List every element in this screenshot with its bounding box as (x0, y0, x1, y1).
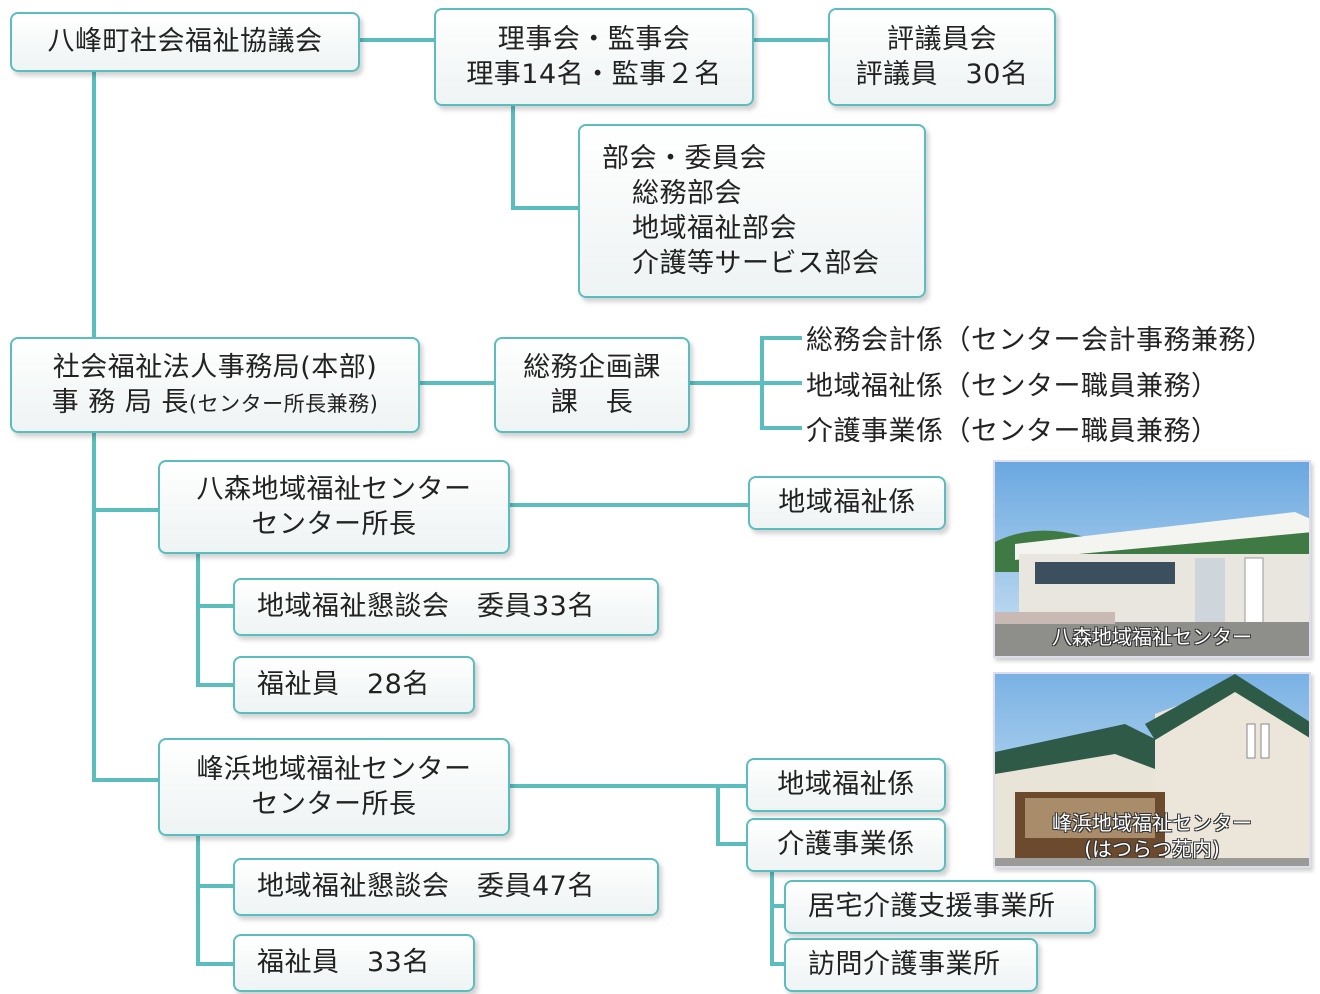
home-visit-care-office-box: 訪問介護事業所 (784, 938, 1038, 992)
minehama-photo-caption-sub: (はつらつ苑内) (1084, 837, 1220, 861)
yamori-center-photo: 八森地域福祉センター (993, 460, 1311, 658)
trustees-title: 評議員会 (887, 23, 997, 55)
connector-yamori-sub (196, 550, 237, 687)
yamori-volunteers: 福祉員 28名 (257, 669, 430, 701)
board-box: 理事会・監事会 理事14名・監事２名 (434, 8, 754, 106)
connector-minehama-sub (196, 833, 237, 966)
connector-main-trunk (92, 68, 162, 782)
connector-sections-bracket (760, 336, 802, 430)
home-care-support-office: 居宅介護支援事業所 (808, 891, 1056, 923)
minehama-volunteers-box: 福祉員 33名 (233, 934, 475, 992)
committees-box: 部会・委員会 総務部会 地域福祉部会 介護等サービス部会 (578, 124, 926, 298)
secretariat-title: 社会福祉法人事務局(本部) (52, 351, 378, 383)
home-care-support-office-box: 居宅介護支援事業所 (784, 880, 1096, 934)
yamori-volunteers-box: 福祉員 28名 (233, 656, 475, 714)
yamori-title: 八森地域福祉センター (196, 473, 472, 505)
minehama-volunteers: 福祉員 33名 (257, 947, 430, 979)
minehama-forum-box: 地域福祉懇談会 委員47名 (233, 858, 659, 916)
minehama-center-box: 峰浜地域福祉センター センター所長 (158, 738, 510, 836)
yamori-forum: 地域福祉懇談会 委員33名 (257, 591, 595, 623)
planning-chief: 課 長 (550, 387, 634, 418)
trustees-members: 評議員 30名 (855, 59, 1029, 90)
secretariat-chief: 事 務 局 長 (51, 387, 189, 418)
minehama-center-photo: 峰浜地域福祉センター (はつらつ苑内) (993, 672, 1311, 868)
secretariat-chief-line: 事 務 局 長(センター所長兼務) (52, 385, 379, 420)
board-members: 理事14名・監事２名 (466, 59, 722, 90)
board-title: 理事会・監事会 (497, 23, 691, 55)
committee-item: 総務部会 (632, 177, 742, 209)
yamori-welfare-section-box: 地域福祉係 (748, 476, 946, 530)
trustees-box: 評議員会 評議員 30名 (828, 8, 1056, 106)
minehama-welfare-section-box: 地域福祉係 (746, 758, 946, 812)
planning-box: 総務企画課 課 長 (494, 337, 690, 433)
minehama-title: 峰浜地域福祉センター (196, 753, 472, 785)
yamori-welfare-section: 地域福祉係 (778, 487, 916, 519)
connector-care-offices (770, 864, 788, 966)
home-visit-care-office: 訪問介護事業所 (808, 949, 1001, 981)
committees-title: 部会・委員会 (602, 142, 767, 174)
minehama-welfare-section: 地域福祉係 (777, 769, 915, 801)
connector-board-committees (511, 103, 582, 210)
connector-minehama-sections (506, 784, 750, 846)
council-name: 八峰町社会福祉協議会 (47, 26, 323, 58)
section-care-business: 介護事業係（センター職員兼務） (806, 416, 1219, 447)
yamori-head: センター所長 (251, 509, 417, 540)
minehama-care-section: 介護事業係 (777, 829, 915, 861)
yamori-photo-caption: 八森地域福祉センター (1052, 625, 1252, 649)
minehama-care-section-box: 介護事業係 (746, 818, 946, 872)
minehama-head: センター所長 (251, 789, 417, 820)
council-box: 八峰町社会福祉協議会 (10, 12, 360, 72)
secretariat-chief-note: (センター所長兼務) (188, 392, 379, 416)
minehama-photo-caption: 峰浜地域福祉センター (1052, 811, 1252, 835)
section-community-welfare: 地域福祉係（センター職員兼務） (806, 371, 1219, 402)
yamori-forum-box: 地域福祉懇談会 委員33名 (233, 578, 659, 636)
section-general-accounting: 総務会計係（センター会計事務兼務） (806, 325, 1274, 356)
committee-item: 介護等サービス部会 (632, 248, 880, 280)
committee-item: 地域福祉部会 (632, 213, 797, 244)
secretariat-box: 社会福祉法人事務局(本部) 事 務 局 長(センター所長兼務) (10, 337, 420, 433)
yamori-center-box: 八森地域福祉センター センター所長 (158, 460, 510, 554)
planning-title: 総務企画課 (523, 351, 661, 383)
minehama-forum: 地域福祉懇談会 委員47名 (257, 871, 595, 903)
